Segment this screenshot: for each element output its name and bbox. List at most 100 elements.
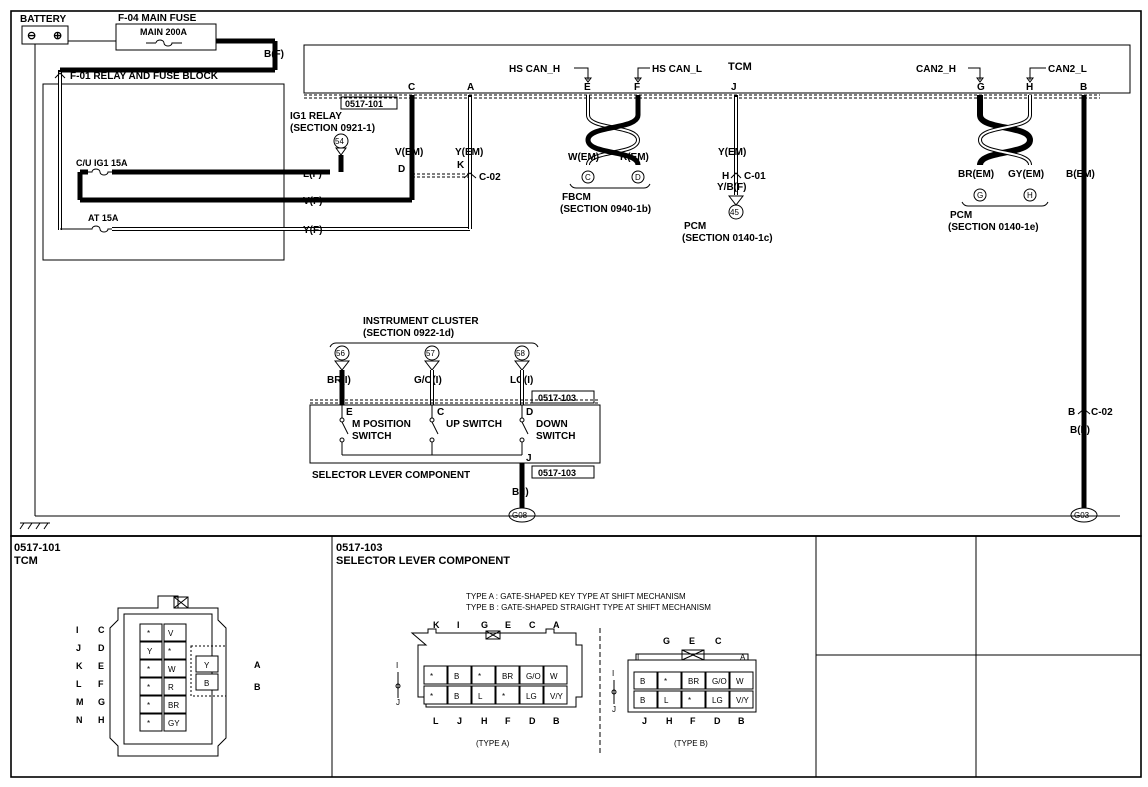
tcm-pin-label: F: [98, 679, 104, 689]
wire-br-em: BR(EM): [958, 169, 994, 180]
wire-bi: B(I): [512, 487, 529, 498]
tcm-pin-e: E: [584, 82, 591, 93]
type-a-bottom-label: F: [505, 716, 511, 726]
type-a-cell: [543, 665, 568, 685]
type-a-cell: [471, 685, 496, 705]
main-fuse-box: [115, 23, 217, 51]
type-b-ij-i: I: [612, 669, 614, 678]
type-b-cell: [633, 690, 658, 709]
tcm-cell-b-text: B: [204, 679, 209, 688]
tcm-cell: [139, 713, 163, 732]
tcm-cell-text: *: [168, 647, 171, 656]
type-b-cell-text: *: [688, 696, 691, 705]
tcm-pin-label: I: [76, 625, 79, 635]
type-b-label: (TYPE B): [674, 739, 708, 748]
type-a-cell-text: V/Y: [550, 692, 564, 701]
can2-l-label: CAN2_L: [1048, 64, 1087, 75]
tcm-label: TCM: [728, 61, 752, 73]
tcm-cell-a-text: Y: [204, 661, 210, 670]
tcm-pin-label: C: [98, 625, 105, 635]
tcm-cell: [163, 695, 187, 714]
type-b-top-label: C: [715, 636, 722, 646]
type-b-bottom-label: D: [714, 716, 721, 726]
type-a-cell: [495, 685, 520, 705]
tcm-cell: [163, 713, 187, 732]
down-switch-label-2: SWITCH: [536, 431, 575, 442]
pcm2-terminal-h: [1023, 188, 1037, 202]
tcm-connector-face: *VY**W*R*BR*GY Y B: [109, 595, 227, 757]
type-b-cell: [681, 671, 706, 690]
tcm-pin-b: B: [1080, 82, 1087, 93]
relay-block-label: F-01 RELAY AND FUSE BLOCK: [70, 71, 219, 82]
pcm-terminal-45: [728, 204, 744, 220]
tcm-pin-a: A: [467, 82, 474, 93]
tcm-cell: [139, 677, 163, 696]
type-a-cell-text: *: [478, 672, 481, 681]
fuse-at-label: AT 15A: [88, 213, 119, 223]
fuse-cu-ig1-label: C/U IG1 15A: [76, 158, 128, 168]
type-a-cell: [447, 685, 472, 705]
type-a-ij-j: J: [396, 698, 400, 707]
ig1-relay-section: (SECTION 0921-1): [290, 123, 375, 134]
wire-gy-em: GY(EM): [1008, 169, 1044, 180]
type-b-cell: [729, 690, 754, 709]
tcm-pin-f: F: [634, 82, 640, 93]
connector-c01: C-01: [744, 171, 766, 182]
type-a-cell: [471, 665, 496, 685]
tcm-pin-label: E: [98, 661, 104, 671]
tcm-cell: [139, 659, 163, 678]
type-a-cell: [423, 665, 448, 685]
tcm-right-label-a: A: [254, 660, 261, 670]
pcm1-label: PCM: [684, 221, 706, 232]
tcm-pin-label: H: [98, 715, 105, 725]
type-a-bottom-label: B: [553, 716, 560, 726]
cluster-terminal-56: [334, 345, 350, 361]
type-a-cell: [543, 685, 568, 705]
type-b-cell-text: L: [664, 696, 669, 705]
cluster-terminal-57-text: 57: [426, 349, 435, 358]
fbcm-terminal-c: [581, 170, 595, 184]
bottom-tcm-name: TCM: [14, 555, 38, 567]
selector-box: [309, 404, 601, 464]
type-a-bottom-label: H: [481, 716, 488, 726]
type-a-cell-text: W: [550, 672, 558, 681]
cluster-terminal-57: [424, 345, 440, 361]
tcm-cell: [163, 659, 187, 678]
main-fuse-icon: [146, 39, 182, 47]
type-a-cell: [423, 685, 448, 705]
cluster-terminal-58-text: 58: [516, 349, 525, 358]
type-a-cell-text: B: [454, 672, 459, 681]
pin-b-c02: B: [1068, 407, 1075, 418]
pin-d: D: [398, 164, 405, 175]
type-b-cell: [657, 690, 682, 709]
type-b-cell: [729, 671, 754, 690]
type-b-bottom-label: B: [738, 716, 745, 726]
type-a-cell-text: BR: [502, 672, 513, 681]
pin-k: K: [457, 160, 465, 171]
type-a-top-label: E: [505, 620, 511, 630]
type-b-cell-text: *: [664, 677, 667, 686]
wire-w-em: W(EM): [568, 152, 599, 163]
tcm-cell: [139, 641, 163, 660]
tcm-cell: [139, 623, 163, 642]
fbcm-label: FBCM: [562, 192, 591, 203]
pcm2-terminal-g-text: G: [977, 191, 983, 200]
ig1-relay-label: IG1 RELAY: [290, 111, 342, 122]
pcm2-label: PCM: [950, 210, 972, 221]
wire-y-em-a: Y(EM): [455, 147, 483, 158]
ig1-relay-terminal-number: 54: [335, 137, 344, 146]
main-fuse-label: F-04 MAIN FUSE: [118, 13, 197, 24]
tcm-pin-label: D: [98, 643, 105, 653]
tcm-pin-g: G: [977, 82, 985, 93]
connector-c02-right: C-02: [1091, 407, 1113, 418]
type-b-cell-text: G/O: [712, 677, 727, 686]
connector-c02: C-02: [479, 172, 501, 183]
cluster-label: INSTRUMENT CLUSTER: [363, 316, 479, 327]
type-b-cell: [657, 671, 682, 690]
type-a-cell-text: L: [478, 692, 483, 701]
ground-g08: [508, 507, 536, 523]
tcm-pin-label: N: [76, 715, 83, 725]
wire-go-i: G/O(I): [414, 375, 442, 386]
fbcm-section: (SECTION 0940-1b): [560, 204, 651, 215]
